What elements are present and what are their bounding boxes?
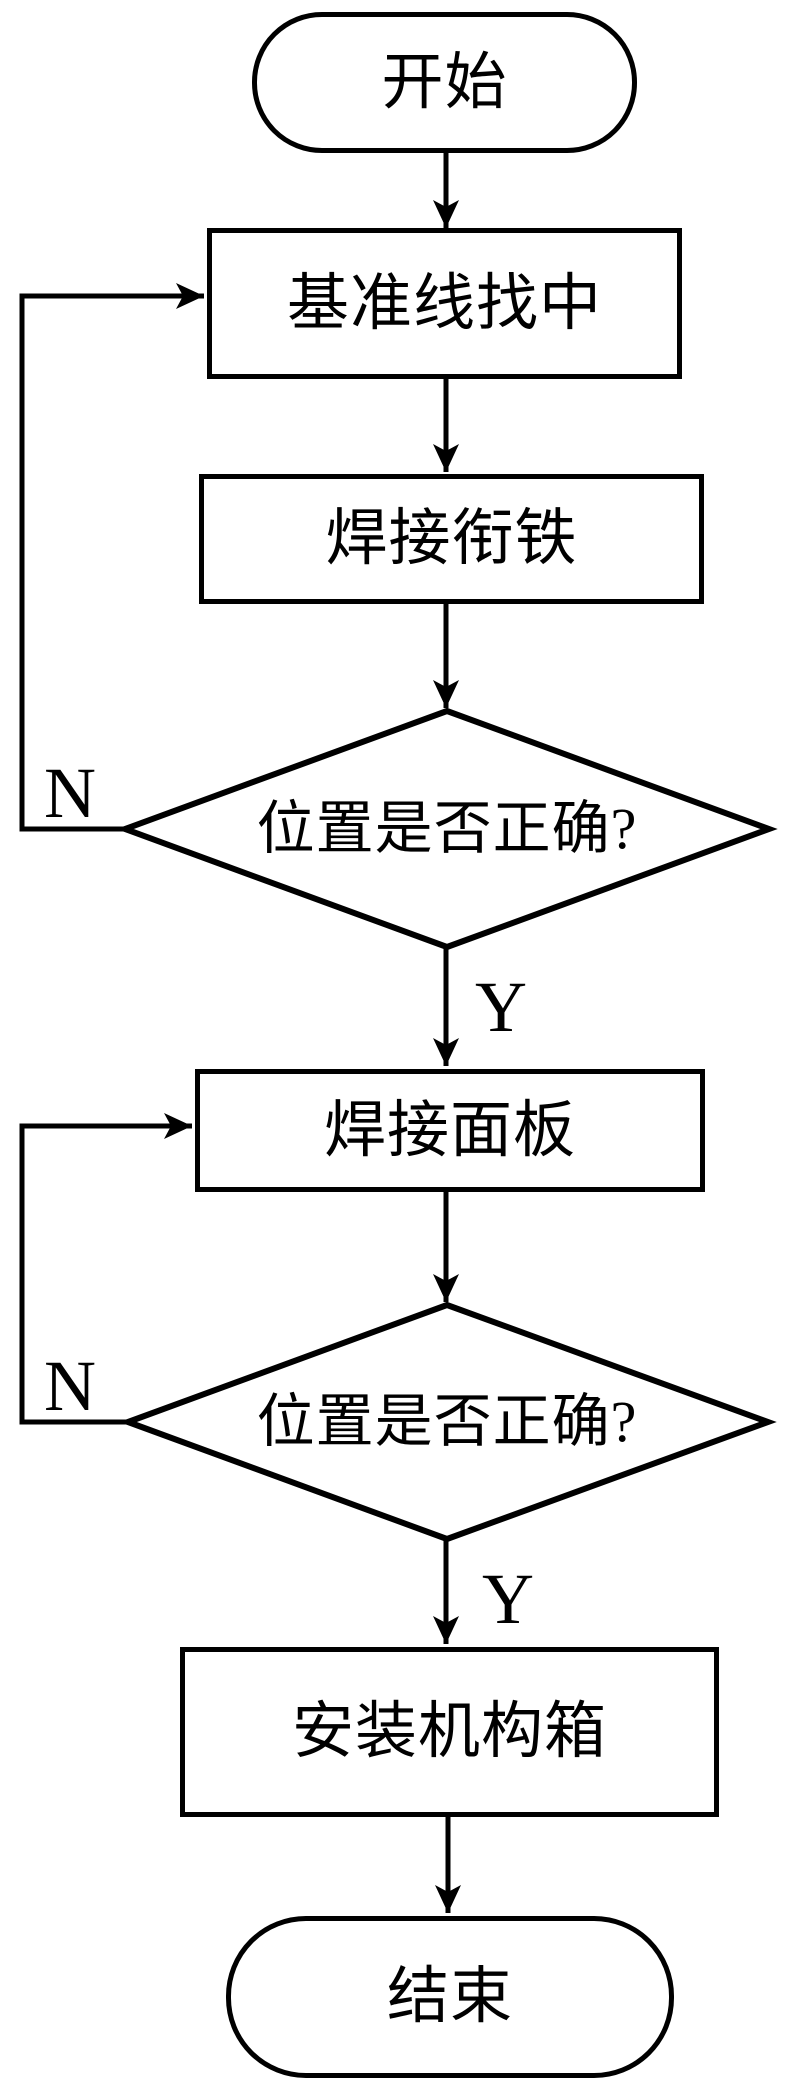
decision-1-label: 位置是否正确? [256,796,638,861]
decision-2-yes-label: Y [482,1559,534,1639]
start-terminator: 开始 [252,12,637,153]
decision-diamond-2 [119,1301,777,1543]
decision-diamond-1 [116,707,778,951]
process-weld-armature-label: 焊接衔铁 [325,505,578,573]
process-weld-panel-label: 焊接面板 [323,1096,576,1165]
process-install-mechanism-box-label: 安装机构箱 [291,1698,607,1766]
decision-1-no-label: N [44,753,96,833]
decision-2-label: 位置是否正确? [256,1389,638,1454]
process-weld-panel: 焊接面板 [195,1069,705,1192]
end-terminator: 结束 [226,1916,674,2078]
process-find-baseline-label: 基准线找中 [286,269,602,338]
process-find-baseline: 基准线找中 [207,228,682,379]
decision-2: 位置是否正确? [197,1390,697,1454]
process-weld-armature: 焊接衔铁 [199,474,704,604]
decision-2-no-label: N [44,1346,96,1426]
start-label: 开始 [381,48,508,117]
end-label: 结束 [386,1963,513,2031]
decision-1: 位置是否正确? [197,797,697,861]
process-install-mechanism-box: 安装机构箱 [180,1647,719,1817]
edge-decision1-no-loop [19,283,204,832]
decision-1-yes-label: Y [475,967,527,1047]
edge-decision2-no-loop [19,1113,192,1425]
